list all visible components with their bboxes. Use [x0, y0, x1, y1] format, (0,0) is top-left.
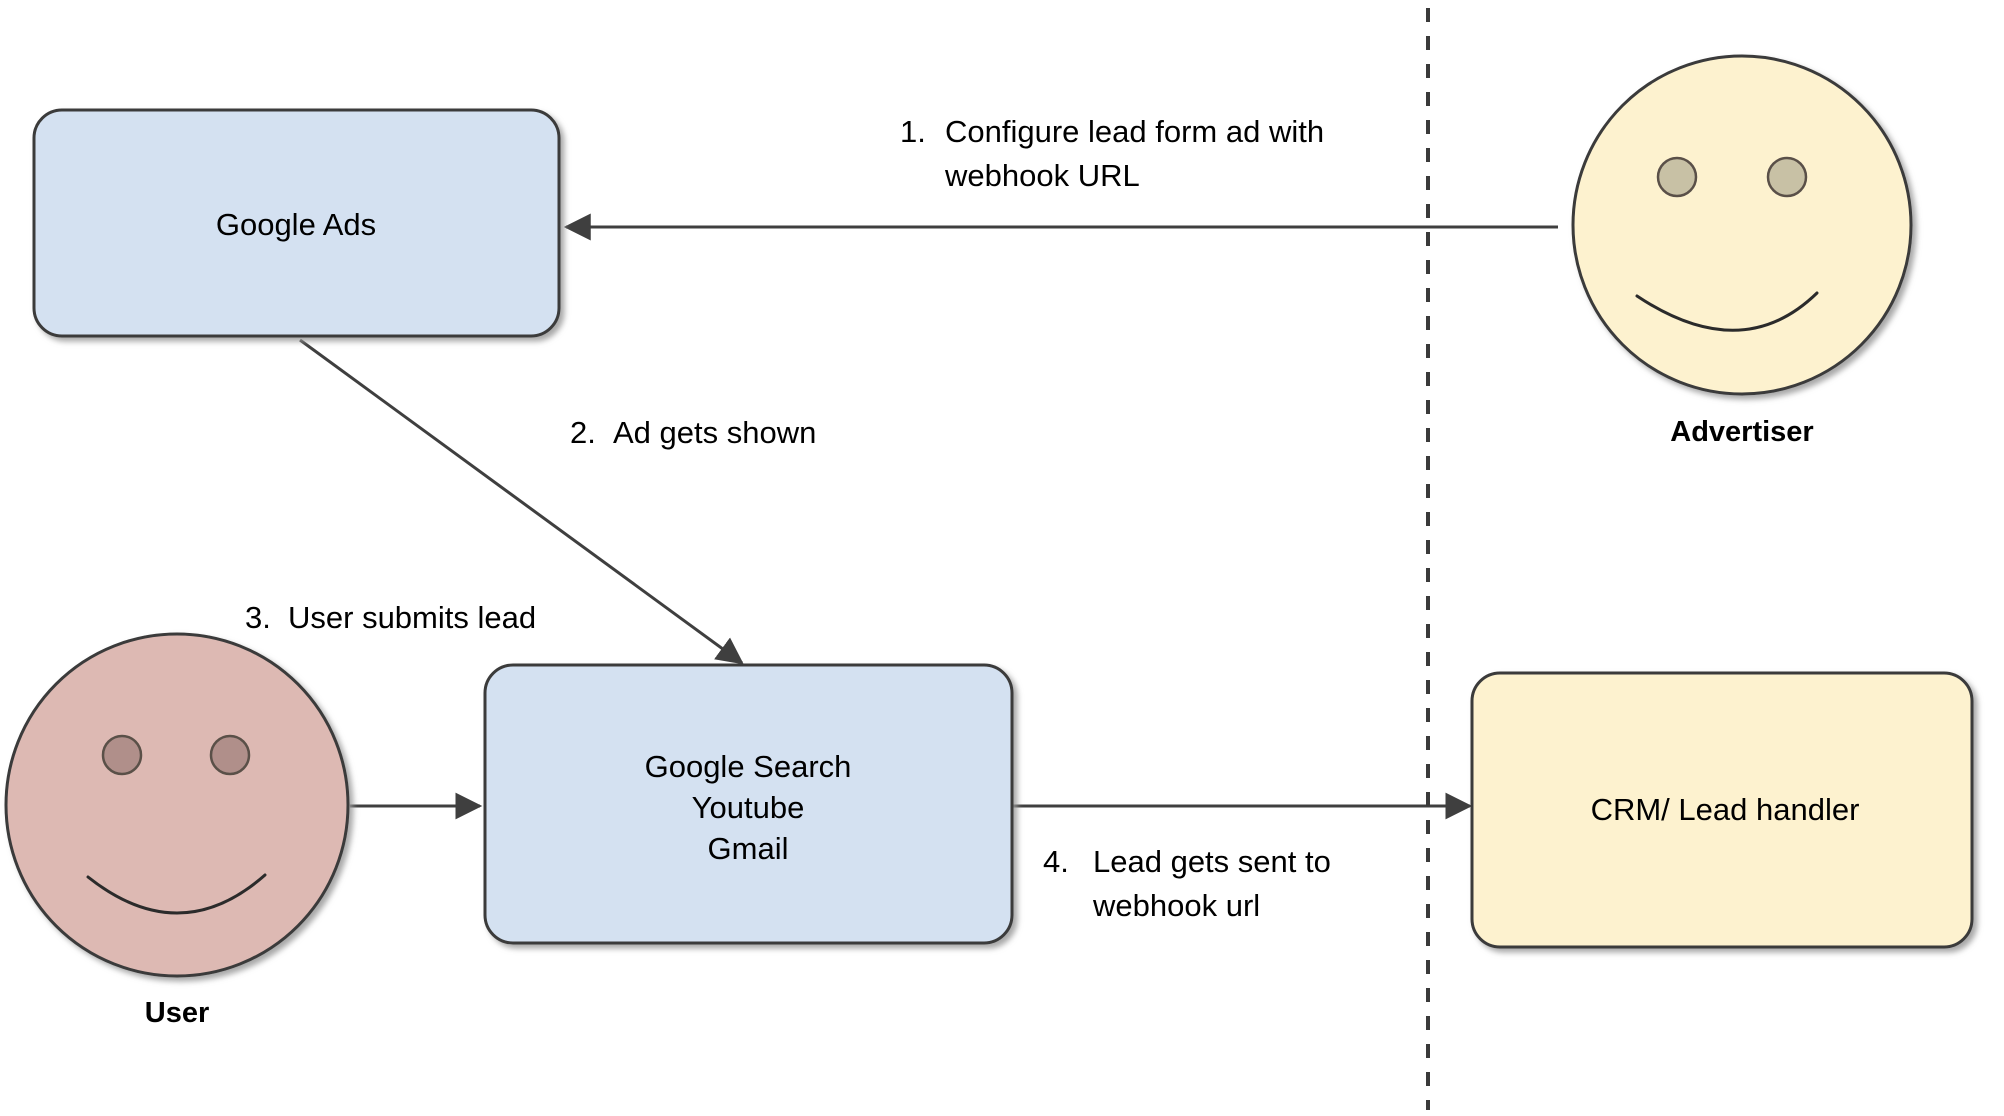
google-surfaces-box[interactable] — [483, 663, 1014, 945]
advertiser-face[interactable] — [1571, 54, 1913, 396]
google-surfaces-line-3: Gmail — [708, 831, 789, 866]
user-smile-icon — [86, 873, 267, 915]
edge-1-number: 1. — [900, 114, 926, 149]
node-google-ads[interactable]: Google Ads — [32, 108, 561, 338]
user-face[interactable] — [4, 632, 350, 978]
edge-google-ads-to-surfaces — [299, 338, 744, 665]
user-left-eye-icon — [101, 734, 143, 776]
node-google-surfaces[interactable]: Google Search Youtube Gmail — [483, 663, 1014, 945]
google-ads-box[interactable] — [32, 108, 561, 338]
node-user[interactable]: User — [4, 632, 350, 1029]
edge-4-number: 4. — [1043, 844, 1069, 879]
user-label: User — [145, 997, 210, 1029]
edge-1-line-1: Configure lead form ad with — [945, 114, 1324, 149]
edge-1-label: 1. Configure lead form ad with webhook U… — [900, 114, 1324, 193]
edge-4-label: 4. Lead gets sent to webhook url — [1043, 844, 1331, 923]
advertiser-left-eye-icon — [1656, 156, 1698, 198]
edge-3-number: 3. — [245, 600, 271, 635]
edge-2-label: 2. Ad gets shown — [570, 415, 816, 450]
advertiser-right-eye-icon — [1766, 156, 1808, 198]
user-right-eye-icon — [209, 734, 251, 776]
node-crm-lead-handler[interactable]: CRM/ Lead handler — [1470, 671, 1974, 949]
google-surfaces-line-2: Youtube — [692, 790, 805, 825]
edge-1-line-2: webhook URL — [944, 158, 1140, 193]
node-advertiser[interactable]: Advertiser — [1571, 54, 1913, 448]
edge-3-label: 3. User submits lead — [245, 600, 536, 635]
crm-lead-handler-box[interactable] — [1470, 671, 1974, 949]
advertiser-smile-icon — [1635, 291, 1819, 332]
edge-4-line-2: webhook url — [1092, 888, 1260, 923]
google-surfaces-line-1: Google Search — [645, 749, 852, 784]
google-ads-label: Google Ads — [216, 207, 376, 242]
edge-2-line — [299, 338, 744, 665]
edge-2-number: 2. — [570, 415, 596, 450]
advertiser-label: Advertiser — [1670, 416, 1813, 448]
edge-2-line-1: Ad gets shown — [613, 415, 816, 450]
edge-3-line-1: User submits lead — [288, 600, 536, 635]
edge-4-line-1: Lead gets sent to — [1093, 844, 1331, 879]
crm-lead-handler-label: CRM/ Lead handler — [1591, 792, 1860, 827]
